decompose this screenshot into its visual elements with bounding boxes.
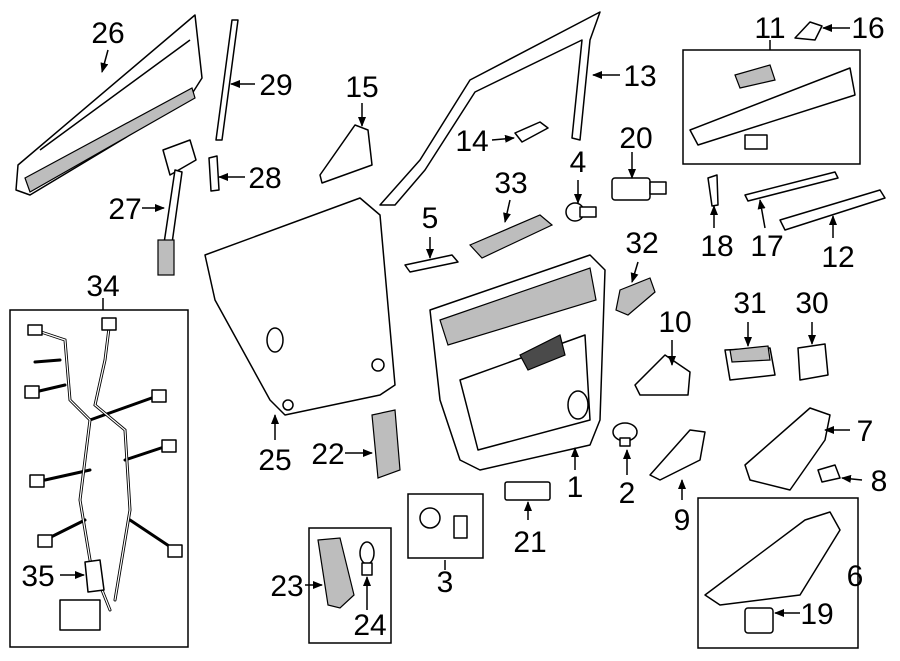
harness-grommet-part: [84, 559, 105, 593]
callout-10: 10: [658, 306, 691, 339]
armrest-switch-part: [744, 607, 774, 634]
callout-5: 5: [422, 202, 439, 235]
callout-33: 33: [494, 167, 527, 200]
door-frame-seal-part: [379, 11, 601, 206]
callout-12: 12: [821, 241, 854, 274]
leader-17: [757, 199, 766, 229]
window-regulator-part: [157, 139, 197, 276]
callout-32: 32: [625, 227, 658, 260]
callout-6: 6: [847, 560, 864, 593]
handle-bezel-part: [634, 354, 691, 396]
callout-22: 22: [311, 438, 344, 471]
push-pin-part: [565, 202, 597, 222]
leader-32: [630, 261, 639, 283]
speaker-grille-part: [371, 409, 401, 479]
mirror-switch-part: [724, 345, 776, 381]
clip-group-frame: [407, 493, 484, 559]
control-module-part: [504, 481, 551, 501]
leader-8: [841, 474, 863, 483]
callout-21: 21: [513, 526, 546, 559]
callout-3: 3: [437, 566, 454, 599]
handle-cover-part: [615, 277, 656, 316]
callout-29: 29: [259, 69, 292, 102]
callout-17: 17: [750, 230, 783, 263]
callout-16: 16: [851, 12, 884, 45]
callout-25: 25: [258, 444, 291, 477]
armrest-part: [704, 511, 841, 606]
callout-4: 4: [570, 146, 587, 179]
callout-13: 13: [623, 60, 656, 93]
callout-23: 23: [270, 570, 303, 603]
window-glass-part: [15, 14, 203, 196]
harness-group-frame: [9, 309, 189, 648]
leader-33: [503, 199, 511, 223]
callout-27: 27: [108, 193, 141, 226]
callout-15: 15: [345, 71, 378, 104]
pull-handle-trim-part: [404, 254, 459, 273]
leader-14: [491, 134, 515, 143]
bracket-clip-part: [817, 464, 841, 483]
callout-28: 28: [248, 162, 281, 195]
guide-clip-part: [208, 155, 220, 192]
belt-molding-part: [744, 171, 839, 202]
trim-clip-part: [419, 507, 468, 539]
callout-1: 1: [567, 471, 584, 504]
pull-pocket-part: [649, 429, 706, 481]
lamp-housing-part: [317, 537, 355, 609]
water-shield-part: [204, 197, 396, 416]
callout-11: 11: [754, 12, 785, 45]
callout-20: 20: [619, 122, 652, 155]
frame-clip-part: [514, 121, 549, 143]
door-trim-insert-part: [689, 64, 856, 150]
retainer-clip-part: [707, 174, 719, 207]
callout-18: 18: [700, 230, 733, 263]
run-channel-part: [215, 19, 239, 141]
callout-9: 9: [674, 504, 691, 537]
trim-cap-part: [794, 21, 823, 41]
bulb-part: [359, 541, 375, 576]
callout-35: 35: [21, 560, 54, 593]
callout-26: 26: [91, 17, 124, 50]
door-trim-panel-part: [429, 254, 606, 471]
callout-30: 30: [795, 287, 828, 320]
seat-switch-part: [797, 343, 829, 381]
callout-2: 2: [619, 477, 636, 510]
callout-8: 8: [871, 465, 888, 498]
door-actuator-part: [611, 177, 667, 201]
callout-14: 14: [455, 125, 488, 158]
callout-19: 19: [800, 598, 833, 631]
trim-group-frame: [682, 49, 861, 165]
callout-24: 24: [353, 609, 386, 642]
callout-7: 7: [857, 415, 874, 448]
wiring-harness-part: [24, 317, 183, 631]
leader-26: [100, 49, 109, 73]
window-switch-panel-part: [468, 214, 554, 259]
callout-31: 31: [733, 287, 766, 320]
armrest-bracket-part: [744, 407, 831, 491]
mirror-corner-trim-part: [319, 124, 373, 184]
armrest-group-frame: [697, 497, 859, 649]
trim-strip-part: [779, 189, 886, 231]
retainer-pin-part: [612, 422, 638, 447]
callout-34: 34: [86, 270, 119, 303]
